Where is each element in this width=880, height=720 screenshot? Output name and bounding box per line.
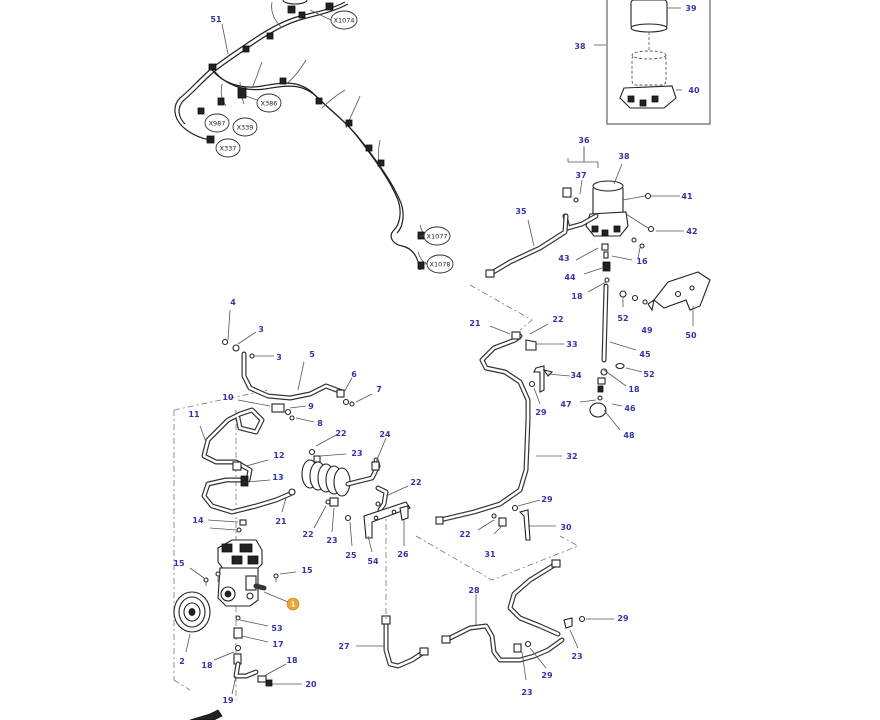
callout-6[interactable]: 6	[351, 370, 357, 379]
callout-40[interactable]: 40	[688, 86, 700, 95]
callout-48[interactable]: 48	[623, 431, 635, 440]
callout-52-upper[interactable]: 52	[617, 314, 628, 323]
callout-23-left[interactable]: 23	[326, 536, 337, 545]
callout-2[interactable]: 2	[179, 657, 185, 666]
callout-10[interactable]: 10	[222, 393, 234, 402]
callout-35[interactable]: 35	[515, 207, 527, 216]
callout-54[interactable]: 54	[367, 557, 379, 566]
callout-3-upper[interactable]: 3	[258, 325, 264, 334]
callout-18-left[interactable]: 18	[201, 661, 213, 670]
callout-43[interactable]: 43	[558, 254, 569, 263]
callout-25[interactable]: 25	[345, 551, 357, 560]
callout-29-mid[interactable]: 29	[535, 408, 547, 417]
dryer-detail-box	[594, 0, 711, 125]
air-dryer-assembly	[485, 146, 711, 431]
callout-38-top[interactable]: 38	[574, 42, 586, 51]
callout-33[interactable]: 33	[566, 340, 577, 349]
callout-50[interactable]: 50	[685, 331, 697, 340]
callout-29-lowmid[interactable]: 29	[541, 495, 553, 504]
callout-18-upper[interactable]: 18	[571, 292, 583, 301]
callout-15-left[interactable]: 15	[173, 559, 185, 568]
callout-42[interactable]: 42	[686, 227, 697, 236]
connector-x1077: X1077	[427, 233, 448, 241]
callout-41[interactable]: 41	[681, 192, 693, 201]
connector-x987: X987	[209, 120, 226, 128]
connector-x339: X339	[237, 124, 254, 132]
callout-30[interactable]: 30	[560, 523, 572, 532]
connector-x337: X337	[220, 145, 237, 153]
callout-17[interactable]: 17	[272, 640, 283, 649]
callout-27[interactable]: 27	[338, 642, 349, 651]
callout-22-right[interactable]: 22	[552, 315, 563, 324]
connector-x386: X386	[261, 100, 278, 108]
compressor-assembly	[173, 309, 411, 720]
callout-52-lower[interactable]: 52	[643, 370, 654, 379]
callout-22-coil-top[interactable]: 22	[335, 429, 346, 438]
callout-4[interactable]: 4	[230, 298, 236, 307]
callout-16[interactable]: 16	[636, 257, 648, 266]
callout-18-lower[interactable]: 18	[286, 656, 298, 665]
callout-20[interactable]: 20	[305, 680, 317, 689]
callout-22-left[interactable]: 22	[302, 530, 313, 539]
callout-29-bottom[interactable]: 29	[541, 671, 553, 680]
callout-21-right[interactable]: 21	[469, 319, 481, 328]
callout-22-mid[interactable]: 22	[459, 530, 470, 539]
pulley	[173, 591, 211, 633]
middle-pipe-assembly	[415, 284, 579, 581]
connector-labels: X1074 X386 X987 X339 X337 X1077 X1078	[204, 9, 454, 274]
lower-pipes	[356, 559, 614, 681]
callout-11[interactable]: 11	[188, 410, 200, 419]
connector-x1078: X1078	[430, 261, 451, 269]
callout-numbers: 51 39 38 40 36 38 37 41 35 42 43 16 44 1…	[173, 4, 700, 705]
callout-23-right[interactable]: 23	[571, 652, 582, 661]
callout-5[interactable]: 5	[309, 350, 315, 359]
leader-lines	[221, 23, 623, 195]
callout-32[interactable]: 32	[566, 452, 577, 461]
callout-19[interactable]: 19	[222, 696, 234, 705]
callout-44[interactable]: 44	[564, 273, 576, 282]
callout-51[interactable]: 51	[210, 15, 222, 24]
callout-45[interactable]: 45	[639, 350, 651, 359]
callout-53[interactable]: 53	[271, 624, 282, 633]
highlighted-callout[interactable]: 1	[286, 597, 300, 611]
callout-26[interactable]: 26	[397, 550, 409, 559]
callout-3-lower[interactable]: 3	[276, 353, 282, 362]
compressor-body	[217, 539, 267, 607]
callout-39[interactable]: 39	[685, 4, 697, 13]
callout-21-left[interactable]: 21	[275, 517, 287, 526]
callout-22-bracket[interactable]: 22	[410, 478, 421, 487]
callout-18-right[interactable]: 18	[628, 385, 640, 394]
callout-34[interactable]: 34	[570, 371, 582, 380]
callout-8[interactable]: 8	[317, 419, 323, 428]
callout-7[interactable]: 7	[376, 385, 382, 394]
callout-15-right[interactable]: 15	[301, 566, 313, 575]
callout-1-label: 1	[291, 601, 296, 609]
callout-29-right[interactable]: 29	[617, 614, 629, 623]
callout-28[interactable]: 28	[468, 586, 480, 595]
callout-38-mid[interactable]: 38	[618, 152, 630, 161]
callout-49[interactable]: 49	[641, 326, 653, 335]
callout-13[interactable]: 13	[272, 473, 283, 482]
callout-24[interactable]: 24	[379, 430, 391, 439]
callout-9[interactable]: 9	[308, 402, 314, 411]
wiring-harness	[174, 0, 429, 271]
callout-36[interactable]: 36	[578, 136, 590, 145]
callout-12[interactable]: 12	[273, 451, 284, 460]
connector-x1074: X1074	[334, 17, 355, 25]
callout-37[interactable]: 37	[575, 171, 586, 180]
callout-14[interactable]: 14	[192, 516, 204, 525]
callout-23-coil[interactable]: 23	[351, 449, 362, 458]
coil-spring	[301, 459, 351, 497]
callout-46[interactable]: 46	[624, 404, 636, 413]
callout-23-bottom[interactable]: 23	[521, 688, 532, 697]
callout-47[interactable]: 47	[560, 400, 571, 409]
callout-31[interactable]: 31	[484, 550, 496, 559]
